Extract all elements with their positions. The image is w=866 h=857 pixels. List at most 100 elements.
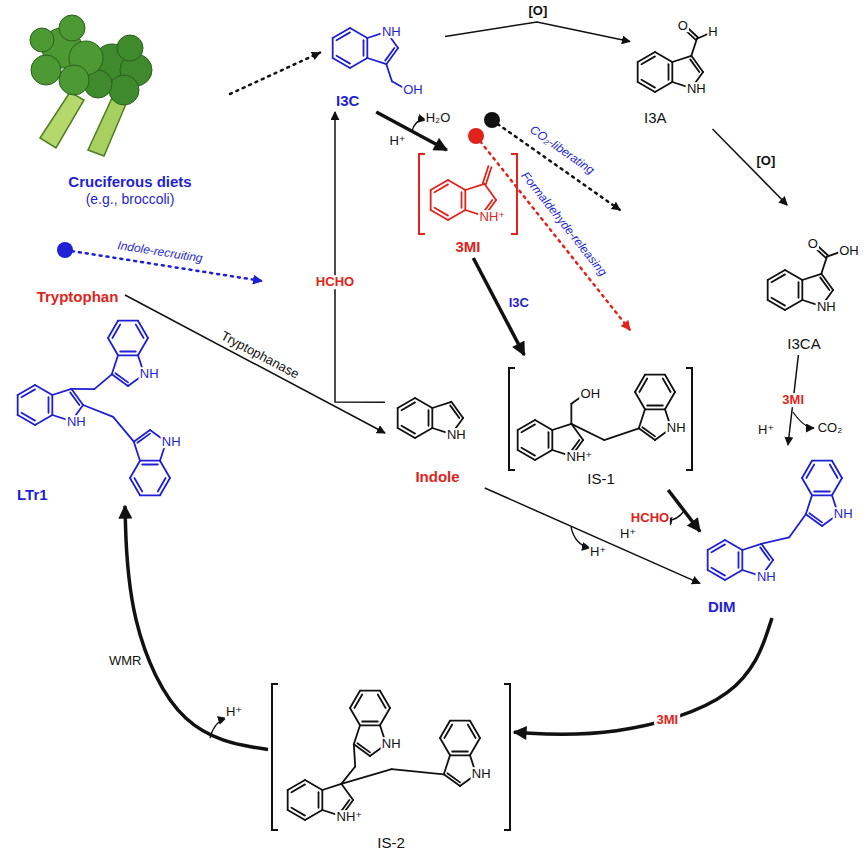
bond bbox=[138, 355, 144, 374]
dotted-arrow bbox=[476, 136, 630, 330]
bond bbox=[672, 56, 691, 62]
reagent-label: H⁺ bbox=[225, 705, 243, 719]
bond bbox=[134, 478, 142, 492]
bond bbox=[725, 570, 742, 580]
bond bbox=[71, 388, 94, 390]
bond bbox=[655, 82, 672, 92]
atom-label: OH bbox=[402, 83, 424, 97]
bond bbox=[827, 251, 844, 257]
atom-label: NH bbox=[381, 25, 402, 39]
bond bbox=[113, 417, 134, 442]
atom-label: O bbox=[807, 237, 819, 251]
bond bbox=[115, 373, 128, 382]
bond bbox=[305, 780, 322, 790]
bond bbox=[521, 424, 535, 432]
bond bbox=[465, 210, 484, 216]
bond bbox=[415, 398, 432, 408]
atom-label: NH bbox=[161, 435, 182, 449]
bond bbox=[760, 547, 769, 560]
indole-ring bbox=[288, 744, 444, 820]
atom-label: NH bbox=[833, 508, 854, 522]
bond bbox=[48, 397, 50, 413]
compound-node: 3MI bbox=[415, 150, 521, 258]
bond bbox=[366, 38, 368, 58]
compound-label: LTr1 bbox=[17, 486, 48, 504]
bond bbox=[136, 324, 144, 338]
bond bbox=[386, 32, 398, 48]
bond bbox=[548, 432, 550, 448]
bond bbox=[448, 210, 465, 220]
compound-label: I3A bbox=[644, 109, 667, 127]
reagent-label: H⁺ bbox=[589, 545, 607, 559]
reaction-arrow bbox=[376, 112, 447, 150]
bond bbox=[535, 420, 552, 430]
bond bbox=[470, 755, 476, 774]
bond bbox=[767, 280, 769, 300]
bond bbox=[641, 56, 655, 64]
bond bbox=[340, 800, 349, 813]
bond bbox=[447, 773, 460, 782]
arrow-label: I3C bbox=[507, 296, 531, 310]
bond bbox=[71, 405, 83, 421]
compound-label: (e.g., broccoli) bbox=[86, 191, 175, 208]
bond bbox=[341, 769, 391, 784]
reaction-arrow bbox=[788, 355, 798, 445]
bond bbox=[336, 32, 350, 40]
bond bbox=[655, 52, 672, 62]
bond bbox=[370, 744, 386, 756]
reagent-label: CO₂-liberating bbox=[527, 123, 598, 178]
atom-label: NH⁺ bbox=[479, 210, 507, 224]
bond bbox=[360, 724, 380, 726]
bond bbox=[367, 32, 386, 38]
broccoli-illustration bbox=[30, 15, 152, 156]
bond bbox=[665, 409, 671, 428]
indole-ring bbox=[768, 243, 844, 310]
indole-ring bbox=[431, 166, 496, 220]
bond bbox=[137, 434, 150, 443]
bond bbox=[392, 769, 444, 774]
bond bbox=[697, 32, 713, 39]
bond bbox=[142, 464, 158, 466]
reaction-arrow bbox=[230, 53, 320, 94]
bond bbox=[738, 552, 740, 568]
bond bbox=[809, 513, 822, 522]
bond bbox=[645, 408, 665, 410]
bond bbox=[552, 424, 571, 430]
bond bbox=[450, 405, 459, 418]
bond bbox=[386, 64, 392, 81]
bond bbox=[432, 402, 451, 408]
bond bbox=[134, 442, 140, 461]
bond bbox=[802, 274, 821, 280]
indole-ring bbox=[802, 461, 842, 526]
bond bbox=[806, 464, 814, 478]
bond bbox=[336, 56, 350, 64]
bond bbox=[392, 81, 408, 90]
atom-label: NH bbox=[756, 570, 777, 584]
reaction-arrow bbox=[335, 112, 385, 402]
bond bbox=[450, 720, 470, 722]
indole-ring bbox=[108, 321, 148, 386]
indole-ring bbox=[350, 691, 390, 756]
bond bbox=[318, 792, 320, 808]
bond bbox=[806, 495, 812, 514]
bond bbox=[771, 274, 785, 282]
bond bbox=[465, 184, 484, 190]
bond bbox=[665, 392, 675, 409]
bond bbox=[830, 464, 838, 478]
reagent-label: H₂O bbox=[425, 111, 452, 125]
reaction-arrow bbox=[473, 258, 524, 355]
compound-node: I3A bbox=[630, 4, 740, 129]
bond bbox=[460, 774, 476, 786]
bond bbox=[812, 494, 832, 496]
bond bbox=[363, 40, 365, 56]
bond bbox=[691, 39, 697, 56]
bond bbox=[322, 784, 341, 790]
bond bbox=[668, 64, 670, 80]
bond bbox=[108, 338, 118, 355]
bond bbox=[812, 460, 832, 462]
bond bbox=[350, 708, 360, 725]
compound-node: DIM bbox=[700, 445, 860, 618]
bracket bbox=[419, 154, 517, 234]
